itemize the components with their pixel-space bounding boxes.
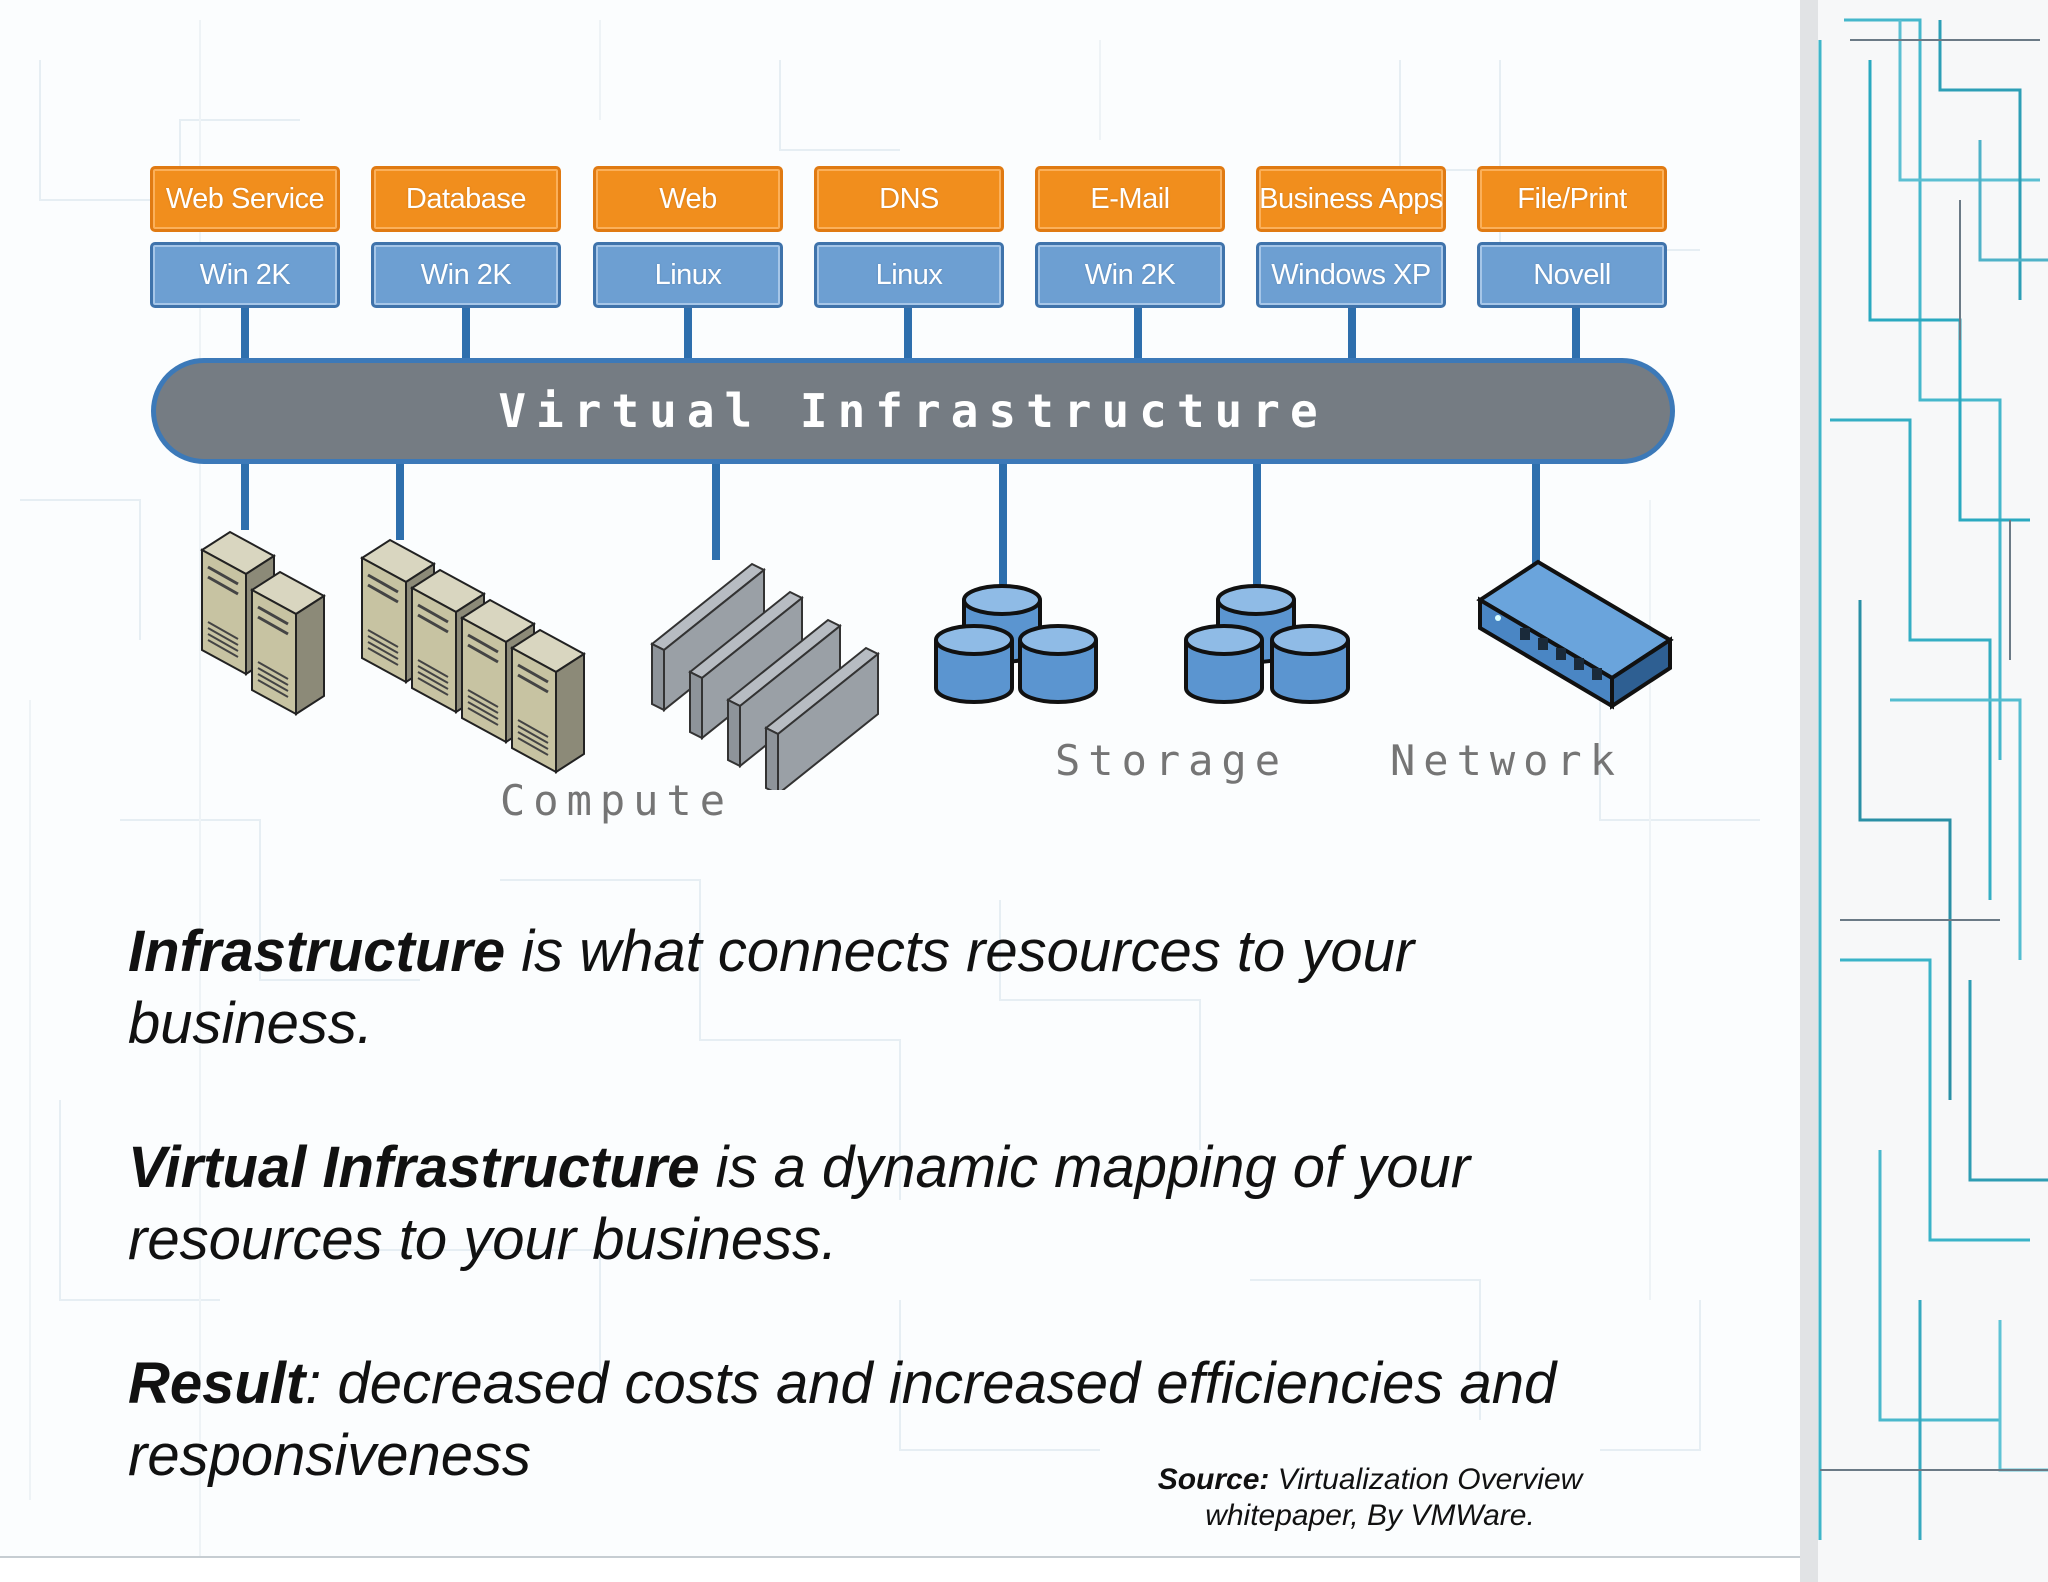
bus-label: Virtual Infrastructure	[498, 384, 1328, 438]
app-box-email: E-Mail	[1035, 166, 1225, 232]
tower-server-icon	[200, 530, 326, 716]
tower-server-icon	[360, 538, 586, 774]
app-box-web: Web	[593, 166, 783, 232]
os-box-win2k-3: Win 2K	[1035, 242, 1225, 308]
app-box-business-apps: Business Apps	[1256, 166, 1446, 232]
diagram-connectors	[241, 308, 1580, 590]
paragraph-virtual-infrastructure: Virtual Infrastructure is a dynamic mapp…	[128, 1132, 1608, 1276]
app-box-dns: DNS	[814, 166, 1004, 232]
blade-server-icon	[651, 563, 879, 790]
source-citation: Source: Virtualization Overview whitepap…	[1100, 1462, 1640, 1534]
source-text: Virtualization Overview whitepaper, By V…	[1205, 1463, 1583, 1532]
database-cylinder-icon	[934, 584, 1098, 704]
result-text: : decreased costs and increased efficien…	[128, 1351, 1557, 1488]
decorative-side-panel	[1800, 0, 2048, 1582]
os-box-novell: Novell	[1477, 242, 1667, 308]
app-box-database: Database	[371, 166, 561, 232]
term-result: Result	[128, 1351, 306, 1416]
os-box-windows-xp: Windows XP	[1256, 242, 1446, 308]
database-cylinder-icon	[1184, 584, 1350, 704]
source-label: Source:	[1157, 1463, 1270, 1496]
network-switch-icon	[1476, 559, 1674, 710]
term-virtual-infrastructure: Virtual Infrastructure	[128, 1135, 700, 1200]
app-box-web-service: Web Service	[150, 166, 340, 232]
app-box-file-print: File/Print	[1477, 166, 1667, 232]
definition-virtual-infrastructure: is a dynamic mapping of your resources t…	[128, 1135, 1471, 1272]
slide-bottom-edge	[0, 1556, 1800, 1582]
definition-infrastructure: is what connects resources to your busin…	[128, 919, 1415, 1056]
network-label: Network	[1390, 736, 1624, 785]
compute-label: Compute	[500, 776, 734, 825]
storage-label: Storage	[1055, 736, 1289, 785]
os-box-win2k-2: Win 2K	[371, 242, 561, 308]
os-box-win2k-1: Win 2K	[150, 242, 340, 308]
term-infrastructure: Infrastructure	[128, 919, 506, 984]
os-box-linux-1: Linux	[593, 242, 783, 308]
virtual-infrastructure-bus: Virtual Infrastructure	[151, 358, 1675, 464]
paragraph-infrastructure: Infrastructure is what connects resource…	[128, 916, 1608, 1060]
os-box-linux-2: Linux	[814, 242, 1004, 308]
paragraph-result: Result: decreased costs and increased ef…	[128, 1348, 1608, 1492]
hardware-icons	[200, 530, 1674, 790]
